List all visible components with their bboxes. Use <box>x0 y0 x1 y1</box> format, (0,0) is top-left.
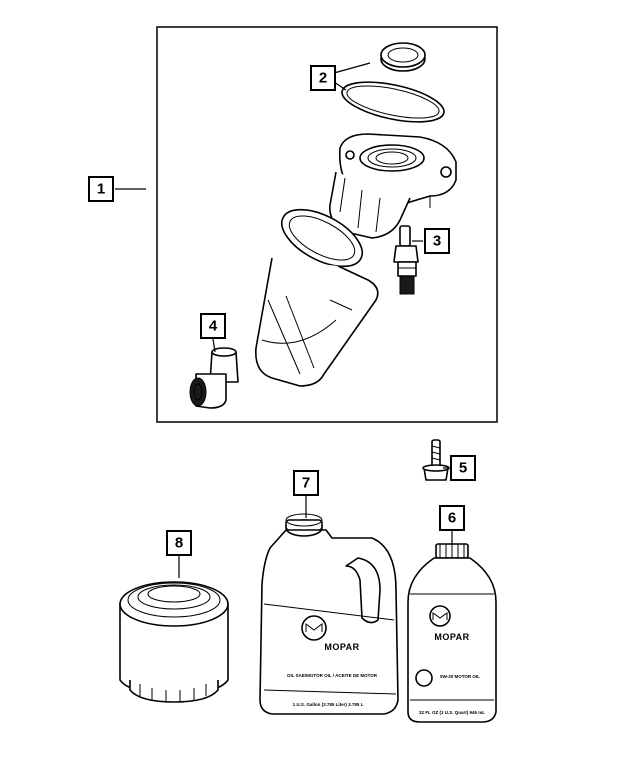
oil-pressure-switch-icon <box>393 225 419 295</box>
oil-filter-icon <box>119 581 229 703</box>
callout-6: 6 <box>439 505 465 531</box>
jug-volume: 1 U.S. Gallon (3.785 Liter) 3.785 L <box>293 702 364 707</box>
seal-ring-icon <box>380 42 426 72</box>
oil-jug-icon: MOPAR OIL SAE/MOTOR OIL / ACEITE DE MOTO… <box>259 513 399 715</box>
bottle-volume: 32 FL OZ (1 U.S. Quart) 946 mL <box>419 710 485 715</box>
svg-text:3: 3 <box>433 233 441 250</box>
adapter-icon <box>189 347 239 409</box>
oil-bottle-icon: MOPAR 5W-20 MOTOR OIL 32 FL OZ (1 U.S. Q… <box>407 543 497 723</box>
callout-2: 2 <box>310 65 336 91</box>
svg-text:1: 1 <box>97 181 105 198</box>
callout-5: 5 <box>450 455 476 481</box>
bottle-brand: MOPAR <box>434 632 469 642</box>
jug-product-line: OIL SAE/MOTOR OIL / ACEITE DE MOTOR <box>287 673 378 678</box>
svg-text:7: 7 <box>302 475 310 492</box>
svg-text:8: 8 <box>175 535 183 552</box>
svg-text:6: 6 <box>448 510 456 527</box>
svg-text:5: 5 <box>459 460 467 477</box>
bottle-product-line: 5W-20 MOTOR OIL <box>440 674 480 679</box>
bolt-icon <box>422 439 450 481</box>
leader-4 <box>212 338 216 353</box>
o-ring-icon <box>341 81 445 123</box>
callout-3: 3 <box>424 228 450 254</box>
assembly-frame <box>156 26 498 423</box>
callout-7: 7 <box>293 470 319 496</box>
callout-1: 1 <box>88 176 114 202</box>
oil-filter-housing-icon <box>255 133 457 387</box>
callout-8: 8 <box>166 530 192 556</box>
svg-text:2: 2 <box>319 70 327 87</box>
leader-2a <box>333 62 371 74</box>
jug-brand: MOPAR <box>324 642 359 652</box>
callout-4: 4 <box>200 313 226 339</box>
svg-text:4: 4 <box>209 318 218 335</box>
